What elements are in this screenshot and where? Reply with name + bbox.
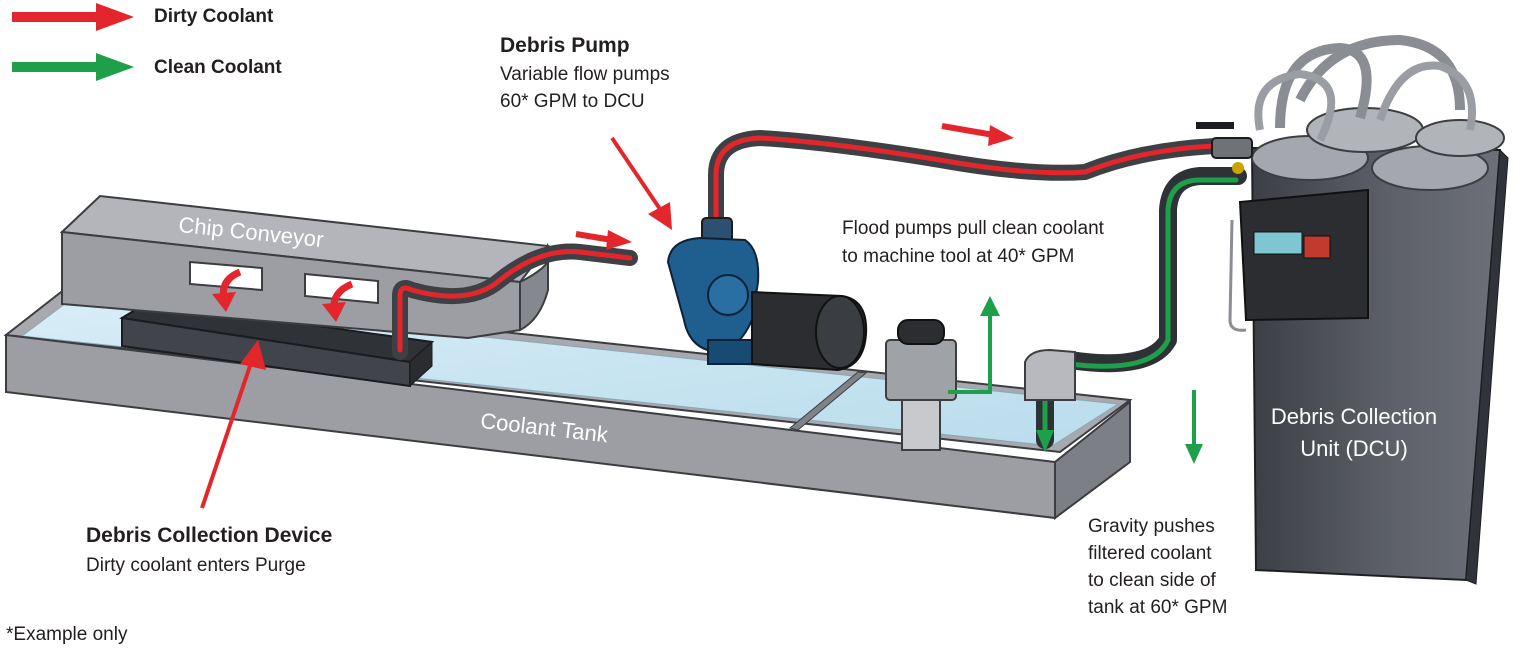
- pointer-arrow-collection-device: [200, 340, 266, 509]
- legend-dirty-arrow: [12, 3, 134, 31]
- chute-dirty-arrowhead-1: [212, 292, 236, 312]
- clean-return-arrowhead: [1036, 430, 1054, 452]
- dcu-label-line1: Debris Collection: [1270, 404, 1438, 429]
- legend-clean-label: Clean Coolant: [154, 57, 282, 78]
- flow-arrow-to-dcu: [941, 123, 1014, 146]
- chute-dirty-arrowhead-2: [322, 302, 346, 322]
- dcu-label-line2: Unit (DCU): [1300, 436, 1408, 461]
- dirty-hose-to-dcu: [708, 130, 1223, 236]
- gravity-desc-line3: to clean side of: [1088, 570, 1216, 591]
- flow-arrow-gravity-down: [1185, 390, 1203, 464]
- flood-pump: [885, 319, 957, 451]
- pointer-arrow-debris-pump: [610, 136, 672, 230]
- debris-pump-desc-line1: Variable flow pumps: [500, 64, 670, 85]
- legend-dirty-label: Dirty Coolant: [154, 6, 274, 27]
- debris-pump-title: Debris Pump: [500, 34, 630, 57]
- flow-arrow-flood-up: [948, 296, 1000, 394]
- gravity-desc-line2: filtered coolant: [1088, 543, 1212, 564]
- flow-arrow-into-pump: [575, 230, 632, 250]
- footnote: *Example only: [6, 624, 128, 645]
- collection-device-desc: Dirty coolant enters Purge: [86, 555, 306, 576]
- collection-device-title: Debris Collection Device: [86, 524, 333, 547]
- debris-pump: [666, 217, 868, 372]
- clean-return-pipe: [1024, 167, 1247, 449]
- flood-pump-desc-line2: to machine tool at 40* GPM: [842, 246, 1075, 267]
- gravity-desc-line1: Gravity pushes: [1088, 516, 1215, 537]
- flood-pump-desc-line1: Flood pumps pull clean coolant: [842, 218, 1104, 239]
- debris-collection-unit: [1196, 34, 1509, 585]
- legend-clean-arrow: [12, 53, 134, 81]
- debris-pump-desc-line2: 60* GPM to DCU: [500, 91, 645, 112]
- gravity-desc-line4: tank at 60* GPM: [1088, 597, 1228, 618]
- dirty-hose-to-pump: [392, 243, 638, 360]
